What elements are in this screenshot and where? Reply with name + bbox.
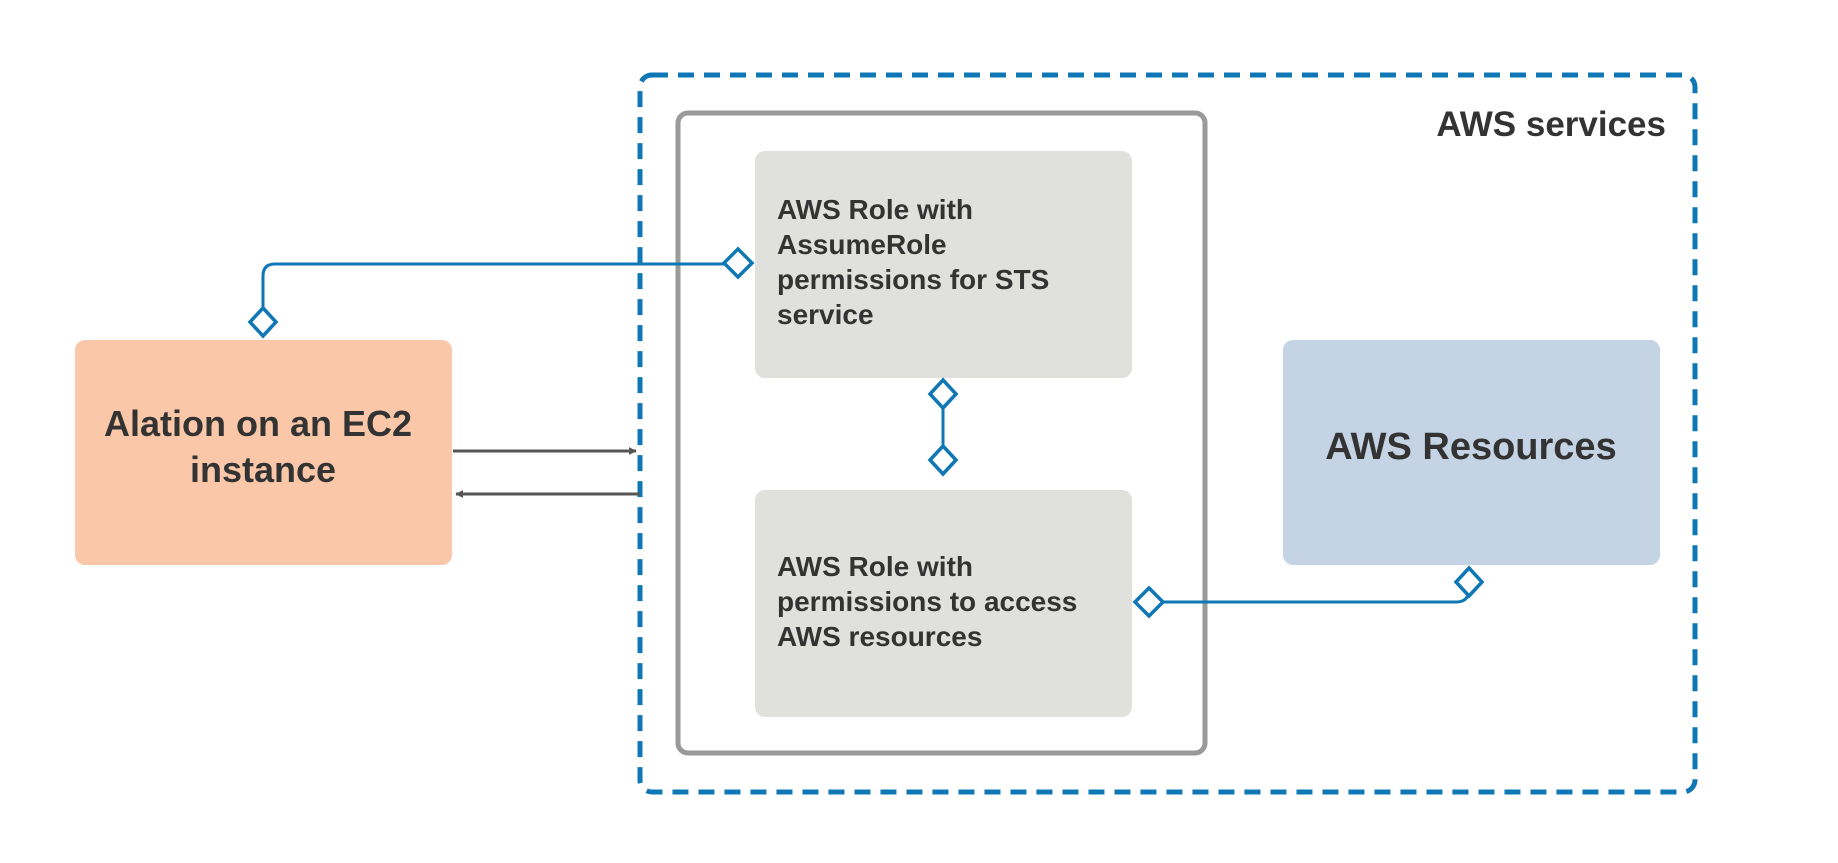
ec2-node-label: Alation on an EC2 instance: [104, 403, 422, 490]
sts-role-line: service: [777, 299, 874, 330]
access-role-node-label: AWS Role with permissions to access AWS …: [777, 551, 1085, 652]
access-role-node: [755, 490, 1132, 717]
sts-role-line: permissions for STS: [777, 264, 1049, 295]
aws-services-container: [637, 72, 1698, 795]
connector-access-role-to-resources: [1163, 588, 1471, 604]
aws-services-label: AWS services: [1436, 105, 1666, 144]
connector-ec2-to-sts-role: [261, 262, 724, 308]
connector-endpoint-diamond: [1132, 585, 1166, 619]
ec2-node-line: instance: [190, 449, 336, 490]
sts-role-line: AssumeRole: [777, 229, 947, 260]
sts-role-node-label: AWS Role with AssumeRole permissions for…: [777, 194, 1057, 330]
ec2-node: [75, 340, 452, 565]
aws-resources-label: AWS Resources: [1325, 426, 1616, 468]
connector-endpoint-diamond: [1453, 565, 1485, 599]
connector-endpoint-diamond: [721, 246, 755, 280]
access-role-line: permissions to access: [777, 586, 1077, 617]
aws-resources-node: [1283, 340, 1660, 565]
connector-endpoint-diamond: [247, 305, 279, 339]
sts-role-node: [755, 151, 1132, 378]
sts-role-line: AWS Role with: [777, 194, 973, 225]
connector-endpoint-diamond: [927, 377, 959, 411]
ec2-node-line: Alation on an EC2: [104, 403, 412, 444]
access-role-line: AWS resources: [777, 621, 982, 652]
access-role-line: AWS Role with: [777, 551, 973, 582]
connector-endpoint-diamond: [927, 443, 959, 477]
role-group-box: [675, 110, 1208, 756]
